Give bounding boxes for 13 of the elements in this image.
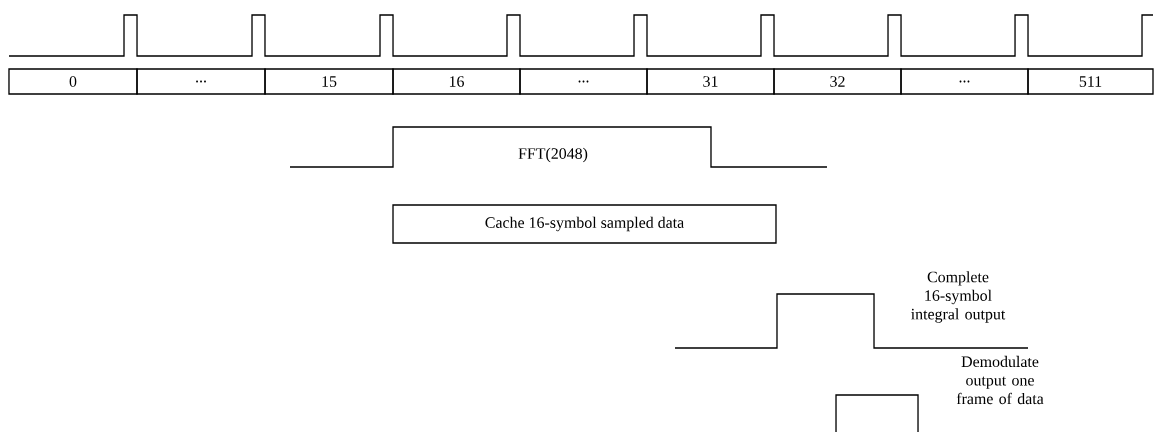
table-cell: ... (519, 68, 648, 95)
annotation-text: Demodulate output one frame of data (956, 355, 1044, 405)
annotation-text: FFT(2048) (518, 147, 588, 163)
table-cell: 15 (264, 68, 394, 95)
table-cell: 32 (773, 68, 902, 95)
table-cell: 0 (8, 68, 138, 95)
table-cell: ... (136, 68, 266, 95)
table-cell: 31 (646, 68, 775, 95)
table-cell: 16 (392, 68, 521, 95)
table-cell: ... (900, 68, 1029, 95)
annotation-text: Complete 16-symbol integral output (911, 271, 1006, 323)
process-box: Cache 16-symbol sampled data (392, 204, 777, 244)
table-cell: 511 (1027, 68, 1154, 95)
